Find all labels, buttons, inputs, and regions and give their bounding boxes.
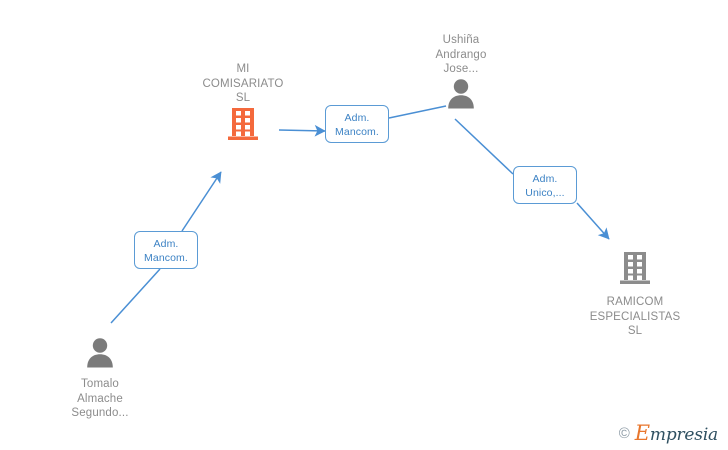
empresia-watermark: © Empresia <box>619 423 718 444</box>
node-label-ramicom-especialistas: RAMICOM ESPECIALISTAS SL <box>589 296 681 337</box>
empresia-logo-rest: mpresia <box>649 425 718 445</box>
building-icon[interactable] <box>178 106 308 147</box>
relation-label-adm-mancom-ushina[interactable]: Adm. Mancom. <box>325 105 389 143</box>
person-icon[interactable] <box>35 336 165 373</box>
copyright-icon: © <box>618 425 630 442</box>
node-label-ushina-andrango: Ushiña Andrango Jose... <box>435 34 487 75</box>
node-company-ramicom-especialistas[interactable]: RAMICOM ESPECIALISTAS SL <box>570 250 700 339</box>
node-label-mi-comisariato: MI COMISARIATO SL <box>202 63 284 104</box>
empresia-logo-text: Empresia <box>635 423 718 444</box>
node-person-tomalo-almache-segundo[interactable]: Tomalo Almache Segundo... <box>35 336 165 421</box>
building-icon[interactable] <box>570 250 700 291</box>
relation-label-adm-unico-ushina[interactable]: Adm. Unico,... <box>513 166 577 204</box>
node-company-mi-comisariato[interactable]: MI COMISARIATO SL <box>178 62 308 147</box>
node-person-ushina-andrango-jose[interactable]: Ushiña Andrango Jose... <box>396 33 526 114</box>
empresia-logo-initial: E <box>634 421 650 445</box>
person-icon[interactable] <box>396 77 526 114</box>
relation-label-adm-mancom-tomalo[interactable]: Adm. Mancom. <box>134 231 198 269</box>
node-label-tomalo-almache: Tomalo Almache Segundo... <box>71 378 129 419</box>
